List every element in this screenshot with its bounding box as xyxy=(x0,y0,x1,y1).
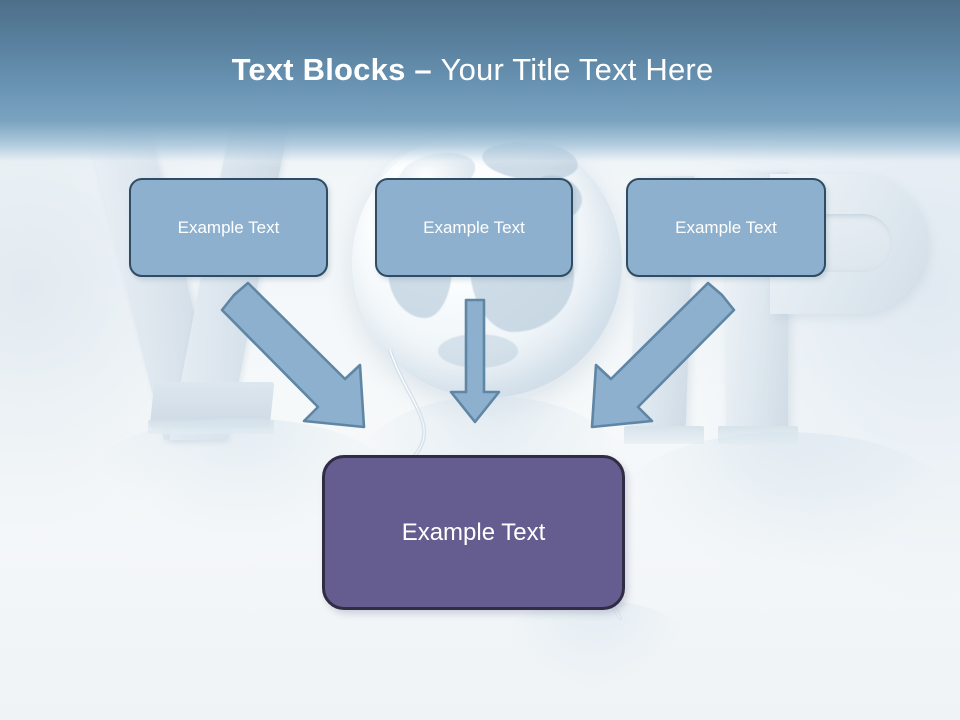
arrow-middle-vertical-icon xyxy=(449,298,501,424)
background-letter-i-icon xyxy=(618,176,710,448)
text-block-2[interactable]: Example Text xyxy=(375,178,573,277)
page-title: Text Blocks – Your Title Text Here xyxy=(0,52,945,88)
result-text-block-label: Example Text xyxy=(401,518,546,546)
page-title-regular-part: Your Title Text Here xyxy=(440,52,714,87)
arrow-left-diagonal-icon xyxy=(220,281,366,429)
page-title-bold-part: Text Blocks – xyxy=(231,52,441,87)
title-banner: Text Blocks – Your Title Text Here xyxy=(0,0,960,168)
text-block-3[interactable]: Example Text xyxy=(626,178,826,277)
text-block-3-label: Example Text xyxy=(675,217,777,237)
floor-reflection-p xyxy=(620,432,950,572)
text-block-1[interactable]: Example Text xyxy=(129,178,328,277)
text-block-1-label: Example Text xyxy=(177,217,280,237)
result-text-block[interactable]: Example Text xyxy=(322,455,625,610)
floor-reflection-center xyxy=(500,600,690,690)
text-block-2-label: Example Text xyxy=(423,217,525,237)
arrow-right-diagonal-icon xyxy=(590,281,736,429)
